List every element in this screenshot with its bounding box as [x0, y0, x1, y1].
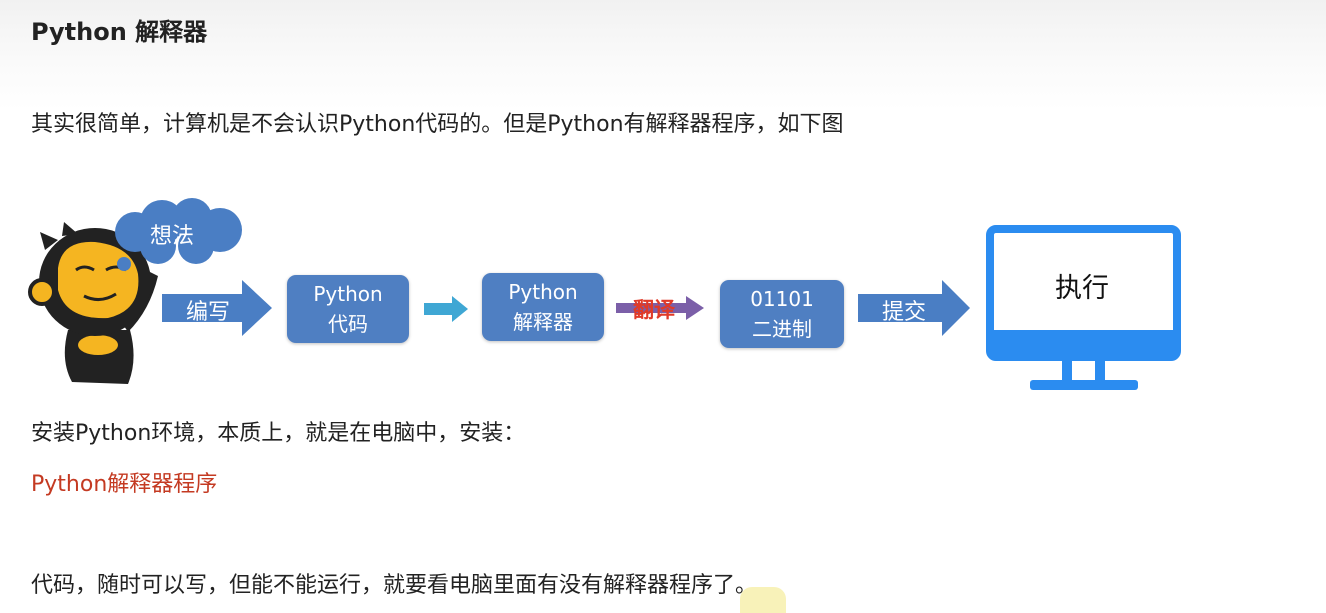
- translate-label: 翻译: [633, 294, 675, 324]
- code-box-line-1: Python: [313, 279, 382, 309]
- write-label: 编写: [186, 294, 230, 326]
- python-code-box: Python 代码: [287, 275, 409, 343]
- binary-box: 01101 二进制: [720, 280, 844, 348]
- interpreter-box-line-1: Python: [508, 277, 577, 307]
- thought-label: 想法: [150, 218, 194, 250]
- binary-box-line-2: 二进制: [752, 314, 812, 344]
- binary-box-line-1: 01101: [750, 284, 814, 314]
- install-text: 安装Python环境，本质上，就是在电脑中，安装：: [31, 415, 525, 447]
- execute-label: 执行: [1055, 266, 1109, 305]
- conclusion-text: 代码，随时可以写，但能不能运行，就要看电脑里面有没有解释器程序了。: [31, 567, 757, 599]
- code-to-interpreter-arrow: [424, 296, 468, 322]
- code-box-line-2: 代码: [328, 309, 368, 339]
- interpreter-box-line-2: 解释器: [513, 307, 573, 337]
- python-interpreter-box: Python 解释器: [482, 273, 604, 341]
- monitor-icon: [990, 229, 1177, 390]
- submit-label: 提交: [882, 294, 926, 326]
- interpreter-program-text: Python解释器程序: [31, 466, 217, 498]
